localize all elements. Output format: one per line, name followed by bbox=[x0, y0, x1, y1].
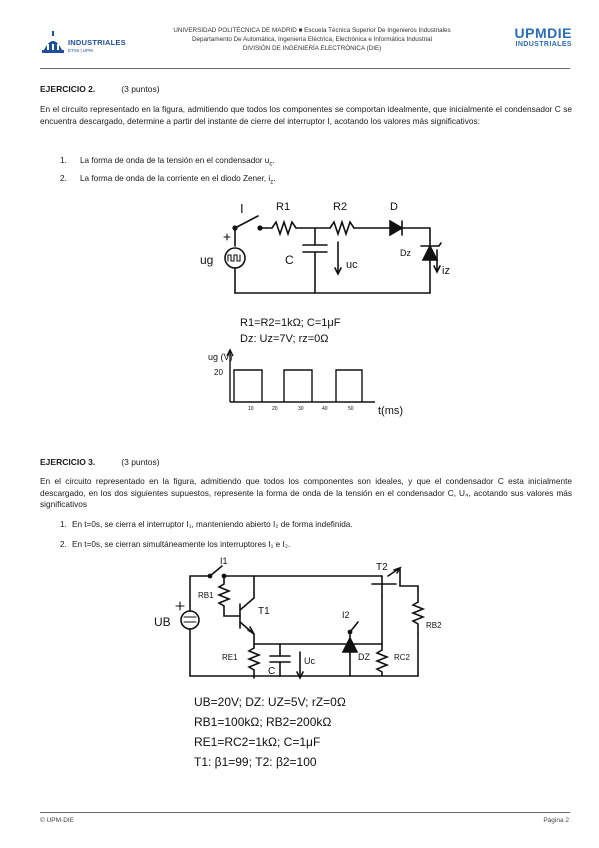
label-dz: DZ bbox=[358, 652, 370, 662]
label-cap: C bbox=[268, 666, 275, 677]
ub-source bbox=[180, 610, 200, 630]
footer-copyright: © UPM-DIE bbox=[40, 817, 75, 824]
label-switch: I bbox=[240, 201, 244, 216]
label-cap: C bbox=[285, 253, 294, 267]
item-text: En t=0s, se cierran simultáneamente los … bbox=[72, 540, 291, 549]
param-line-1: UB=20V; DZ: UZ=5V; rZ=0Ω bbox=[194, 695, 346, 709]
exercise-2-heading: EJERCICIO 2. bbox=[40, 84, 96, 94]
label-i2: I2 bbox=[342, 610, 350, 620]
item-text: La forma de onda de la corriente en el d… bbox=[80, 174, 271, 183]
exercise-3-statement: En el circuito representado en la figura… bbox=[40, 476, 572, 509]
item-end: . bbox=[273, 174, 276, 183]
dome-icon bbox=[42, 31, 64, 53]
label-dz: Dz bbox=[400, 248, 411, 258]
label-i1: I1 bbox=[220, 556, 228, 566]
label-iz: iz bbox=[442, 265, 450, 277]
ug-waveform bbox=[226, 348, 375, 403]
wave-ytick: 20 bbox=[214, 368, 223, 377]
label-t2: T2 bbox=[376, 562, 388, 573]
exercise-2-item-1: 1. La forma de onda de la tensión en el c… bbox=[60, 156, 275, 168]
label-source: ug bbox=[200, 253, 213, 267]
page-header: INDUSTRIALES ETSII | UPM UNIVERSIDAD POL… bbox=[40, 24, 572, 64]
wave-xtick-4: 40 bbox=[322, 406, 328, 412]
rb1-resistor bbox=[216, 575, 232, 617]
rc2-resistor bbox=[374, 643, 390, 677]
label-t1: T1 bbox=[258, 606, 270, 617]
item-number: 1. bbox=[60, 520, 67, 529]
label-rb1: RB1 bbox=[198, 591, 214, 600]
exercise-2-statement: En el circuito representado en la figura… bbox=[40, 104, 572, 126]
label-rc2: RC2 bbox=[394, 653, 411, 662]
item-subscript: z bbox=[270, 179, 274, 186]
item-text: En t=0s, se cierra el interruptor I₁, ma… bbox=[72, 520, 353, 529]
exercise-3-heading: EJERCICIO 3. bbox=[40, 457, 96, 467]
wave-xtick-2: 20 bbox=[272, 406, 278, 412]
header-divider bbox=[40, 68, 570, 69]
switch-lever bbox=[234, 215, 259, 229]
exercise-3-title: EJERCICIO 3. (3 puntos) bbox=[40, 457, 160, 467]
industriales-logo: INDUSTRIALES ETSII | UPM bbox=[40, 30, 130, 60]
wave-xlabel: t(ms) bbox=[378, 405, 403, 417]
param-line-4: T1: β1=99; T2: β2=100 bbox=[194, 755, 317, 769]
header-line-3: DIVISIÓN DE INGENIERÍA ELECTRÓNICA (DIE) bbox=[242, 45, 382, 52]
upmdie-wordmark: UPMDIE bbox=[514, 25, 572, 41]
item-subscript: c bbox=[269, 161, 273, 168]
param-line-1: R1=R2=1kΩ; C=1μF bbox=[240, 317, 341, 329]
item-number: 1. bbox=[60, 156, 67, 165]
exercise-2-figure: I R1 R2 D C uc Dz iz ug R1=R2=1kΩ; C=1μF… bbox=[200, 201, 450, 417]
item-end: . bbox=[272, 156, 275, 165]
header-line-2: Departamento De Automática, Ingeniería E… bbox=[191, 36, 433, 43]
r1-resistor bbox=[271, 219, 297, 237]
zener-dz bbox=[421, 244, 439, 261]
footer-page-number: Página 2 bbox=[543, 817, 569, 824]
re1-resistor bbox=[246, 647, 262, 679]
label-uc: uc bbox=[346, 259, 358, 271]
wave-xtick-5: 50 bbox=[348, 406, 354, 412]
label-uc: Uc bbox=[304, 656, 315, 666]
param-line-3: RE1=RC2=1kΩ; C=1μF bbox=[194, 735, 320, 749]
wave-xtick-1: 10 bbox=[248, 406, 254, 412]
wave-xtick-3: 30 bbox=[298, 406, 304, 412]
zener-dz bbox=[341, 636, 359, 653]
logo-wordmark: INDUSTRIALES bbox=[68, 38, 126, 47]
footer-divider bbox=[40, 812, 570, 813]
r2-resistor bbox=[329, 219, 355, 237]
item-text: La forma de onda de la tensión en el con… bbox=[80, 156, 270, 165]
exercise-3-figure: I1 T1 RB1 RE1 C Uc DZ I2 T2 RB2 RC2 UB U… bbox=[154, 556, 442, 769]
diode-d bbox=[389, 219, 404, 237]
label-r1: R1 bbox=[276, 201, 290, 213]
item-number: 2. bbox=[60, 174, 67, 183]
exercise-3-item-1: 1. En t=0s, se cierra el interruptor I₁, … bbox=[60, 520, 353, 529]
exercise-2-points: (3 puntos) bbox=[121, 84, 160, 94]
param-line-2: RB1=100kΩ; RB2=200kΩ bbox=[194, 715, 331, 729]
exercise-3-item-2: 2. En t=0s, se cierran simultáneamente lo… bbox=[60, 540, 290, 549]
label-r2: R2 bbox=[333, 201, 347, 213]
label-diode: D bbox=[390, 201, 398, 213]
exercise-2-title: EJERCICIO 2. (3 puntos) bbox=[40, 84, 160, 94]
upmdie-logo: UPMDIE INDUSTRIALES bbox=[502, 26, 572, 49]
header-line-1: UNIVERSIDAD POLITÉCNICA DE MADRID ■ Escu… bbox=[173, 27, 451, 34]
wave-ylabel: ug (V) bbox=[208, 352, 233, 362]
label-rb2: RB2 bbox=[426, 621, 442, 630]
switch-i1 bbox=[209, 565, 223, 577]
item-number: 2. bbox=[60, 540, 67, 549]
logo-subtext: ETSII | UPM bbox=[68, 48, 93, 53]
param-line-2: Dz: Uz=7V; rz=0Ω bbox=[240, 333, 329, 345]
header-institution: UNIVERSIDAD POLITÉCNICA DE MADRID ■ Escu… bbox=[162, 26, 462, 53]
exercise-2-item-2: 2. La forma de onda de la corriente en el… bbox=[60, 174, 276, 186]
upmdie-subtext: INDUSTRIALES bbox=[515, 41, 572, 48]
rb2-resistor bbox=[410, 601, 426, 635]
exercise-3-points: (3 puntos) bbox=[121, 457, 160, 467]
label-re1: RE1 bbox=[222, 653, 238, 662]
label-source: UB bbox=[154, 615, 171, 629]
